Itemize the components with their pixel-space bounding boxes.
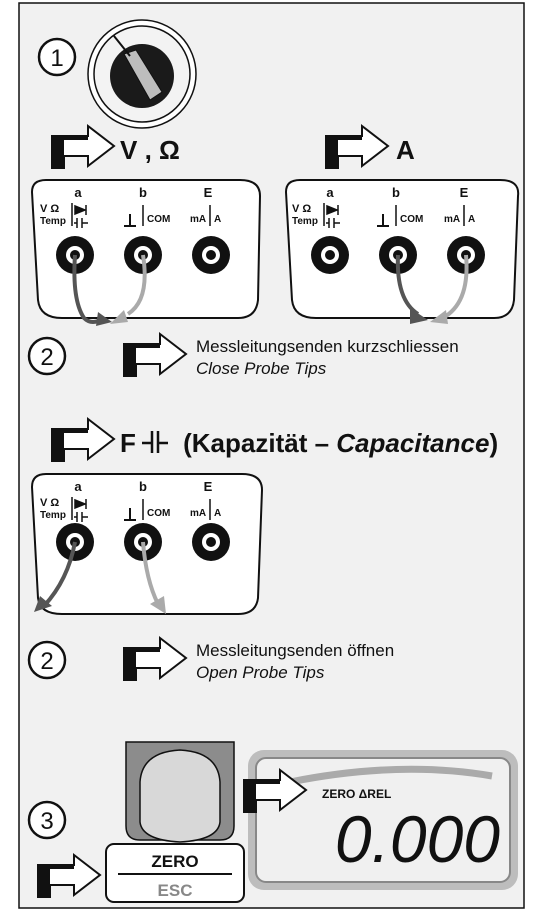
socket-panel-volt: a b E V Ω Temp COM mA A	[30, 179, 262, 319]
svg-text:mA: mA	[444, 214, 460, 225]
probe-leads-open	[34, 541, 166, 614]
esc-key-label: ESC	[158, 881, 193, 900]
svg-text:3: 3	[40, 808, 53, 835]
mode-amp: A	[396, 135, 415, 165]
svg-text:A: A	[214, 214, 221, 225]
probe-leads-shorted-amp	[395, 254, 469, 324]
svg-text:mA: mA	[190, 214, 206, 225]
rotary-switch-icon	[87, 19, 197, 129]
svg-text:a: a	[74, 185, 82, 200]
svg-text:V Ω: V Ω	[40, 497, 59, 509]
step2-open-badge: 2	[27, 640, 67, 680]
short-text-de: Messleitungsenden kurzschliessen	[196, 337, 459, 356]
svg-text:E: E	[204, 185, 213, 200]
svg-text:A: A	[214, 508, 221, 519]
step3-badge: 3	[27, 800, 67, 840]
svg-text:b: b	[139, 479, 147, 494]
svg-text:COM: COM	[147, 214, 170, 225]
svg-text:V Ω: V Ω	[292, 203, 311, 215]
lcd-display: ZERO ΔREL 0.000	[248, 750, 518, 890]
svg-text:E: E	[204, 479, 213, 494]
short-text-en: Close Probe Tips	[196, 359, 327, 378]
probe-leads-shorted-volt	[72, 254, 147, 326]
open-text-de: Messleitungsenden öffnen	[196, 641, 394, 660]
mode-volt-ohm: V , Ω	[120, 135, 180, 165]
svg-text:Temp: Temp	[40, 216, 66, 227]
svg-text:a: a	[74, 479, 82, 494]
svg-text:COM: COM	[400, 214, 423, 225]
svg-text:Temp: Temp	[40, 510, 66, 521]
zero-key-label: ZERO	[151, 852, 198, 871]
svg-text:E: E	[460, 185, 469, 200]
capacitor-icon	[142, 431, 168, 453]
svg-text:a: a	[326, 185, 334, 200]
lcd-indicator: ZERO ΔREL	[322, 787, 391, 801]
svg-text:1: 1	[50, 45, 63, 72]
svg-text:A: A	[468, 214, 475, 225]
svg-text:V Ω: V Ω	[40, 203, 59, 215]
svg-text:Temp: Temp	[292, 216, 318, 227]
svg-text:b: b	[392, 185, 400, 200]
lcd-value: 0.000	[335, 802, 500, 876]
socket-panel-amp: a b E V Ω Temp COM mA A	[284, 179, 520, 319]
svg-text:mA: mA	[190, 508, 206, 519]
finger-press-icon	[125, 741, 235, 843]
socket-panel-capacitance: a b E V Ω Temp COM mA A	[30, 473, 264, 615]
svg-text:COM: COM	[147, 508, 170, 519]
mode-capacitance: F (Kapazität – Capacitance)	[120, 428, 498, 458]
open-text-en: Open Probe Tips	[196, 663, 325, 682]
step2-short-badge: 2	[27, 336, 67, 376]
svg-text:2: 2	[40, 648, 53, 675]
svg-text:2: 2	[40, 344, 53, 371]
zero-esc-button[interactable]: ZERO ESC	[105, 843, 245, 903]
svg-text:b: b	[139, 185, 147, 200]
step1-badge: 1	[37, 37, 77, 77]
